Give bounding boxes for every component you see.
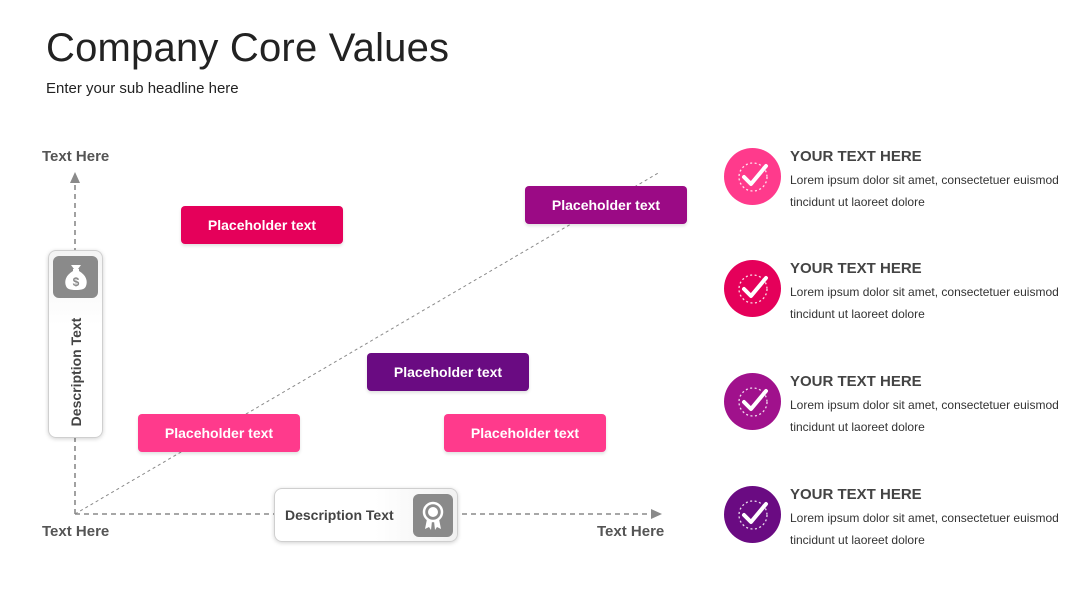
placeholder-box-1: Placeholder text <box>181 206 343 244</box>
award-ribbon-icon <box>413 494 453 537</box>
value-item: YOUR TEXT HERE Lorem ipsum dolor sit ame… <box>724 148 1064 218</box>
check-icon <box>724 148 781 205</box>
page-title: Company Core Values <box>46 26 450 70</box>
horizontal-description-card: Description Text <box>274 488 458 542</box>
placeholder-box-5: Placeholder text <box>444 414 606 452</box>
origin-label: Text Here <box>42 523 110 540</box>
money-bag-icon: $ <box>53 256 98 298</box>
diagonal-trend-line <box>74 171 661 515</box>
value-heading: YOUR TEXT HERE <box>790 148 922 165</box>
value-description: Lorem ipsum dolor sit amet, consectetuer… <box>790 511 1059 547</box>
placeholder-box-2: Placeholder text <box>525 186 687 224</box>
vertical-description-card: $ Description Text <box>48 250 103 438</box>
x-axis-label: Text Here <box>597 523 665 540</box>
value-description: Lorem ipsum dolor sit amet, consectetuer… <box>790 398 1059 434</box>
svg-text:$: $ <box>72 275 79 289</box>
check-icon <box>724 486 781 543</box>
value-description: Lorem ipsum dolor sit amet, consectetuer… <box>790 285 1059 321</box>
placeholder-box-4: Placeholder text <box>138 414 300 452</box>
check-icon <box>724 260 781 317</box>
value-heading: YOUR TEXT HERE <box>790 486 922 503</box>
check-icon <box>724 373 781 430</box>
value-item: YOUR TEXT HERE Lorem ipsum dolor sit ame… <box>724 260 1064 330</box>
value-description: Lorem ipsum dolor sit amet, consectetuer… <box>790 173 1059 209</box>
value-heading: YOUR TEXT HERE <box>790 373 922 390</box>
value-item: YOUR TEXT HERE Lorem ipsum dolor sit ame… <box>724 486 1064 556</box>
value-heading: YOUR TEXT HERE <box>790 260 922 277</box>
placeholder-box-3: Placeholder text <box>367 353 529 391</box>
value-item: YOUR TEXT HERE Lorem ipsum dolor sit ame… <box>724 373 1064 443</box>
y-axis-arrow <box>70 172 80 183</box>
horizontal-description-text: Description Text <box>285 507 394 523</box>
vertical-description-text: Description Text <box>67 317 84 427</box>
x-axis-arrow <box>651 509 662 519</box>
page-subtitle: Enter your sub headline here <box>46 80 239 97</box>
y-axis-label: Text Here <box>42 148 110 165</box>
